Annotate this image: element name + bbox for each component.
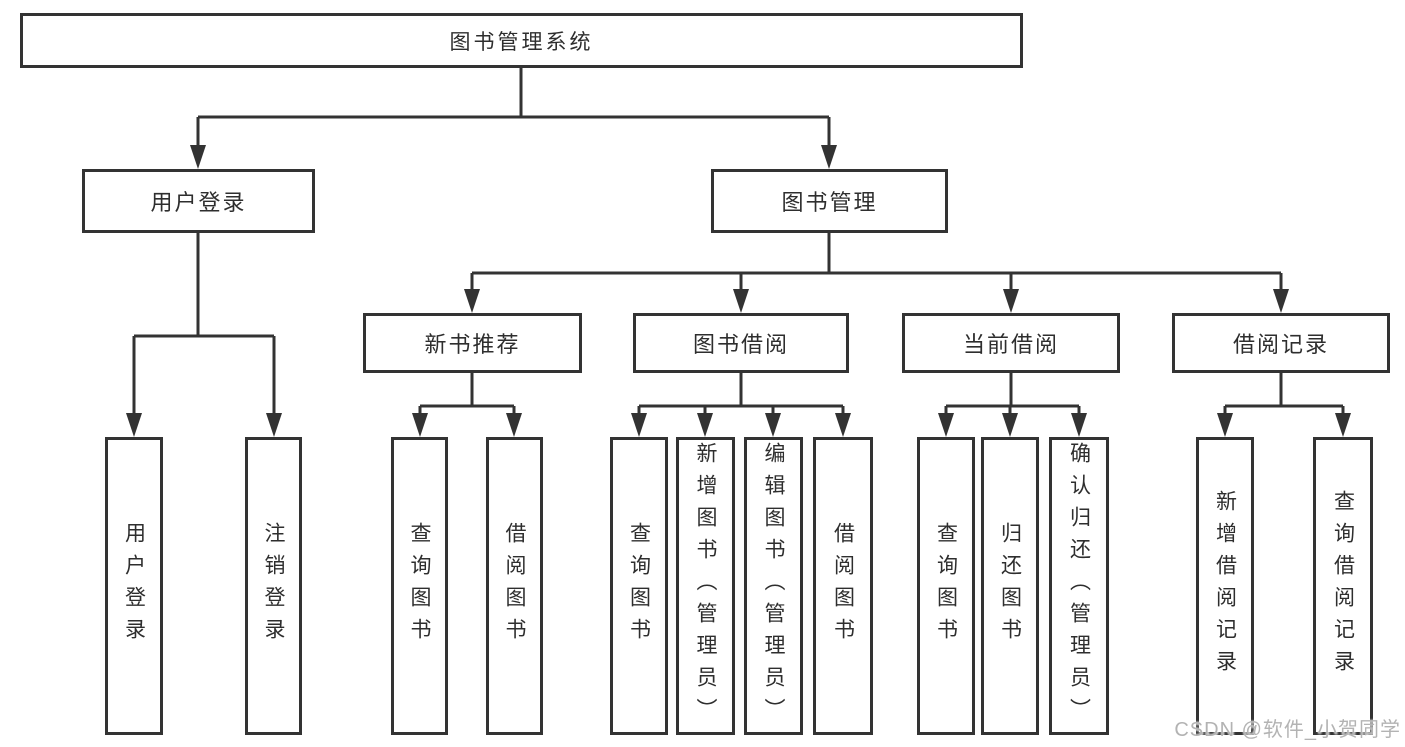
- node-book-management: 图书管理: [711, 169, 948, 233]
- csdn-watermark: CSDN @软件_小贺同学: [1174, 719, 1401, 741]
- node-label: 图书管理系统: [449, 30, 594, 54]
- connector-new-book: [418, 373, 516, 418]
- node-label: 新增图书（管理员）: [694, 442, 717, 730]
- node-label: 查询图书: [408, 522, 431, 650]
- node-label: 查询借阅记录: [1331, 490, 1355, 682]
- connector-book-borrow: [637, 373, 845, 418]
- node-new-book-recommend: 新书推荐: [363, 313, 582, 373]
- node-library-management-system: 图书管理系统: [20, 13, 1023, 68]
- leaf-user-login: 用户登录: [105, 437, 163, 735]
- node-label: 注销登录: [262, 522, 285, 650]
- node-user-login: 用户登录: [82, 169, 315, 233]
- leaf-add-books-admin: 新增图书（管理员）: [676, 437, 735, 735]
- node-label: 图书借阅: [692, 332, 789, 357]
- connector-current-borrow: [944, 373, 1081, 418]
- node-label: 查询图书: [934, 522, 958, 650]
- leaf-query-books-borrow: 查询图书: [610, 437, 668, 735]
- connector-user-login: [132, 233, 276, 418]
- node-label: 确认归还（管理员）: [1067, 442, 1091, 730]
- node-borrow-records: 借阅记录: [1172, 313, 1390, 373]
- leaf-borrow-books: 借阅图书: [813, 437, 873, 735]
- leaf-borrow-books-recommend: 借阅图书: [486, 437, 543, 735]
- leaf-query-books-current: 查询图书: [917, 437, 975, 735]
- leaf-edit-books-admin: 编辑图书（管理员）: [744, 437, 803, 735]
- connector-borrow-record: [1223, 373, 1345, 418]
- node-label: 新书推荐: [424, 332, 521, 357]
- node-label: 用户登录: [150, 190, 247, 215]
- node-label: 借阅记录: [1232, 332, 1329, 357]
- node-current-borrow: 当前借阅: [902, 313, 1120, 373]
- node-book-borrow: 图书借阅: [633, 313, 849, 373]
- node-label: 当前借阅: [962, 332, 1059, 357]
- node-label: 用户登录: [122, 522, 146, 650]
- node-label: 借阅图书: [831, 522, 855, 650]
- node-label: 归还图书: [998, 522, 1022, 650]
- node-label: 图书管理: [781, 190, 878, 215]
- leaf-query-borrow-record: 查询借阅记录: [1313, 437, 1373, 735]
- connector-root: [196, 68, 831, 150]
- leaf-confirm-return-admin: 确认归还（管理员）: [1049, 437, 1109, 735]
- leaf-return-books: 归还图书: [981, 437, 1039, 735]
- node-label: 新增借阅记录: [1213, 490, 1237, 682]
- node-label: 编辑图书（管理员）: [762, 442, 785, 730]
- arrowheads: [126, 145, 1351, 437]
- leaf-add-borrow-record: 新增借阅记录: [1196, 437, 1254, 735]
- node-label: 查询图书: [627, 522, 651, 650]
- leaf-logout: 注销登录: [245, 437, 302, 735]
- node-label: 借阅图书: [503, 522, 526, 650]
- leaf-query-books-recommend: 查询图书: [391, 437, 448, 735]
- connector-book-management: [470, 233, 1283, 295]
